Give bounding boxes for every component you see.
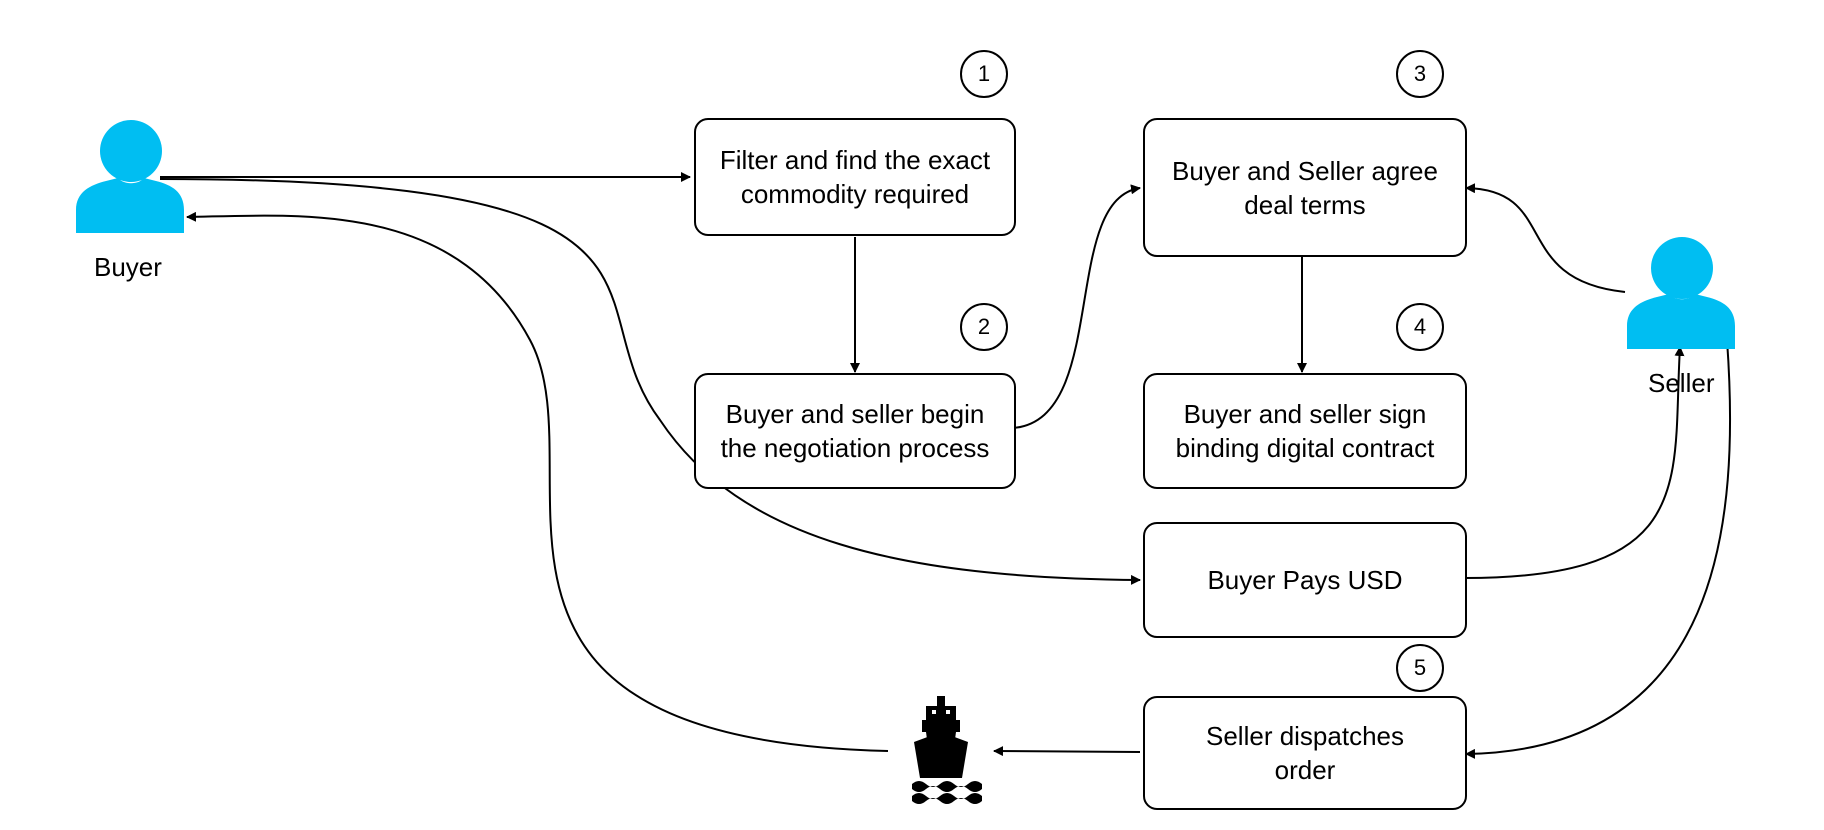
step-sign-text: Buyer and seller sign binding digital co…: [1175, 399, 1435, 463]
arrow-dispatch-to-ship: [993, 746, 1141, 757]
step-number-1: 1: [960, 50, 1008, 98]
seller-label: Seller: [1648, 368, 1715, 398]
step-number-5: 5: [1396, 644, 1444, 692]
step-number-3: 3: [1396, 50, 1444, 98]
step-box-dispatch: Seller dispatches order: [1143, 696, 1467, 810]
arrow-ship-to-buyer: [186, 211, 889, 752]
arrow-negotiate-to-agree: [1012, 184, 1141, 429]
arrow-buyer-to-pay: [159, 178, 1141, 585]
step-box-sign: Buyer and seller sign binding digital co…: [1143, 373, 1467, 489]
step-agree-text: Buyer and Seller agree deal terms: [1172, 155, 1438, 220]
step-box-pay: Buyer Pays USD: [1143, 522, 1467, 638]
step-number-2: 2: [960, 303, 1008, 351]
seller-user-icon: [1627, 237, 1735, 349]
step-box-negotiate: Buyer and seller begin the negotiation p…: [694, 373, 1016, 489]
step-filter-text: Filter and find the exact commodity requ…: [719, 145, 991, 209]
step-pay-text: Buyer Pays USD: [1207, 565, 1403, 595]
buyer-label: Buyer: [94, 252, 162, 282]
step-dispatch-text: Seller dispatches order: [1206, 721, 1404, 785]
step-negotiate-text: Buyer and seller begin the negotiation p…: [720, 399, 990, 463]
step-number-4: 4: [1396, 303, 1444, 351]
arrow-pay-to-seller: [1464, 346, 1685, 579]
arrow-seller-to-agree: [1465, 183, 1626, 293]
ship-icon: [912, 696, 982, 804]
step-box-agree: Buyer and Seller agree deal terms: [1143, 118, 1467, 257]
arrow-seller-to-dispatch: [1465, 339, 1732, 759]
step-box-filter: Filter and find the exact commodity requ…: [694, 118, 1016, 236]
buyer-user-icon: [76, 120, 184, 233]
